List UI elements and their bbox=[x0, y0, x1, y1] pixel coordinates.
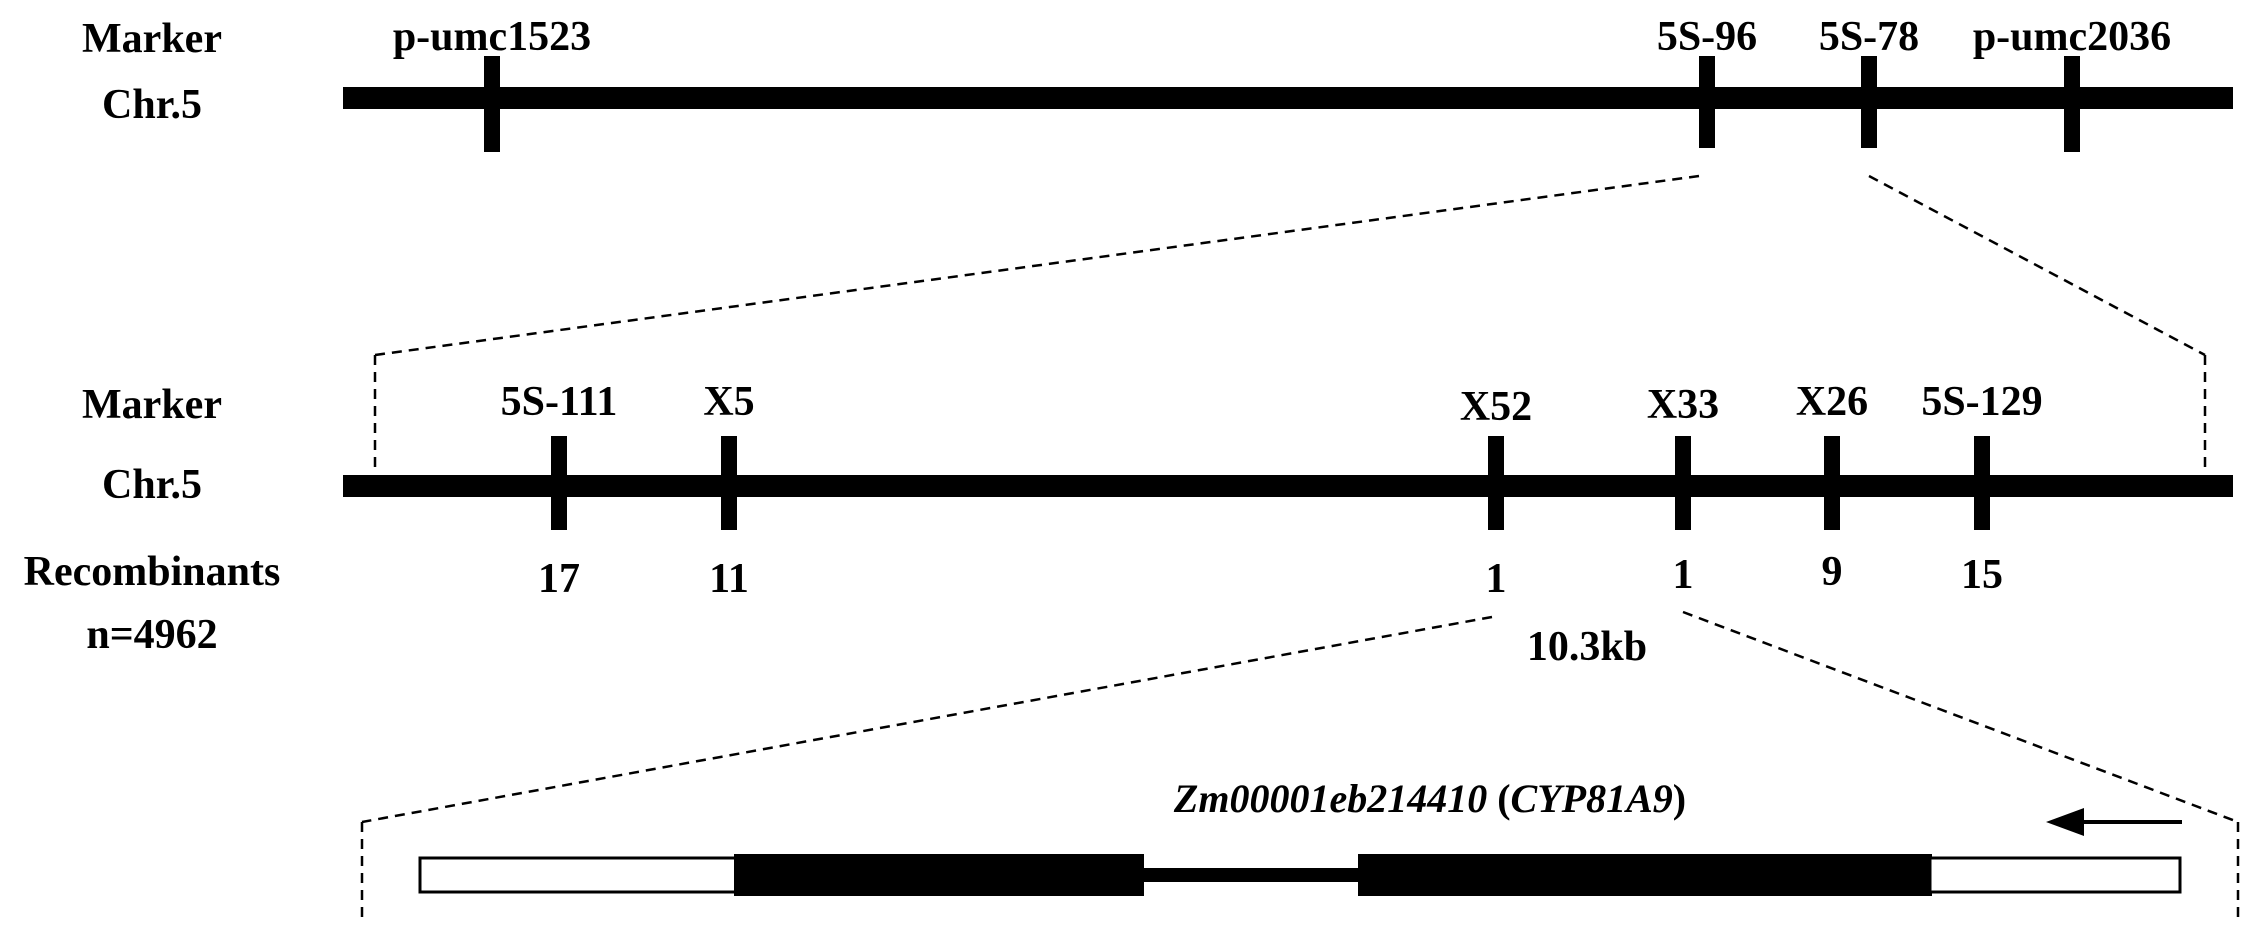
track1-marker-name: p-umc1523 bbox=[393, 14, 591, 60]
track2-recombinant-count: 17 bbox=[538, 556, 580, 602]
track1-marker-name: p-umc2036 bbox=[1973, 14, 2171, 60]
intron bbox=[1142, 868, 1360, 882]
track2-marker-label: Marker bbox=[82, 382, 222, 428]
utr-5prime-box bbox=[418, 856, 738, 894]
track2-recombinant-count: 15 bbox=[1961, 552, 2003, 598]
exon-2 bbox=[1358, 854, 1932, 896]
track1-marker-tick bbox=[484, 56, 500, 152]
track2-recombinant-count: 1 bbox=[1486, 556, 1507, 602]
zoom-line-right bbox=[1868, 174, 2206, 357]
track1-marker-tick bbox=[2064, 56, 2080, 152]
gene-close-paren: ) bbox=[1673, 776, 1686, 821]
track2-recombinant-count: 11 bbox=[709, 556, 749, 602]
track2-marker-tick bbox=[1675, 436, 1691, 530]
track2-marker-name: X5 bbox=[703, 379, 754, 425]
gene-zoom-line-right bbox=[1682, 610, 2239, 824]
track2-chr-label: Chr.5 bbox=[102, 462, 202, 508]
track2-recombinant-count: 1 bbox=[1673, 552, 1694, 598]
track1-marker-tick bbox=[1861, 56, 1877, 148]
track2-marker-name: X33 bbox=[1647, 382, 1719, 428]
track2-marker-tick bbox=[721, 436, 737, 530]
track1-marker-label: Marker bbox=[82, 16, 222, 62]
gene-open-paren: ( bbox=[1487, 776, 1510, 821]
track2-marker-name: X26 bbox=[1796, 379, 1868, 425]
track2-marker-name: 5S-111 bbox=[501, 379, 618, 425]
track1-chr-label: Chr.5 bbox=[102, 82, 202, 128]
exon-1 bbox=[734, 854, 1144, 896]
track2-recombinant-count: 9 bbox=[1822, 549, 1843, 595]
track2-marker-tick bbox=[1824, 436, 1840, 530]
left-arrow-icon bbox=[2046, 808, 2182, 836]
track2-marker-name: 5S-129 bbox=[1921, 379, 2042, 425]
utr-3prime-box bbox=[1928, 856, 2182, 894]
track1-chromosome-bar bbox=[343, 87, 2233, 109]
zoom-line-left bbox=[374, 174, 1700, 357]
track1-marker-name: 5S-96 bbox=[1657, 14, 1757, 60]
interval-size-label: 10.3kb bbox=[1527, 624, 1647, 670]
gene-name: CYP81A9 bbox=[1511, 776, 1673, 821]
track2-sample-size-label: n=4962 bbox=[86, 612, 217, 658]
track2-marker-tick bbox=[551, 436, 567, 530]
gene-zoom-line-left bbox=[361, 615, 1493, 824]
track1-marker-name: 5S-78 bbox=[1819, 14, 1919, 60]
track1-marker-tick bbox=[1699, 56, 1715, 148]
track2-marker-tick bbox=[1488, 436, 1504, 530]
track2-recombinants-label: Recombinants bbox=[24, 549, 281, 595]
track2-marker-name: X52 bbox=[1460, 384, 1532, 430]
track2-marker-tick bbox=[1974, 436, 1990, 530]
track2-chromosome-bar bbox=[343, 475, 2233, 497]
gene-id: Zm00001eb214410 bbox=[1173, 776, 1487, 821]
gene-title: Zm00001eb214410 (CYP81A9) bbox=[1173, 776, 1686, 821]
